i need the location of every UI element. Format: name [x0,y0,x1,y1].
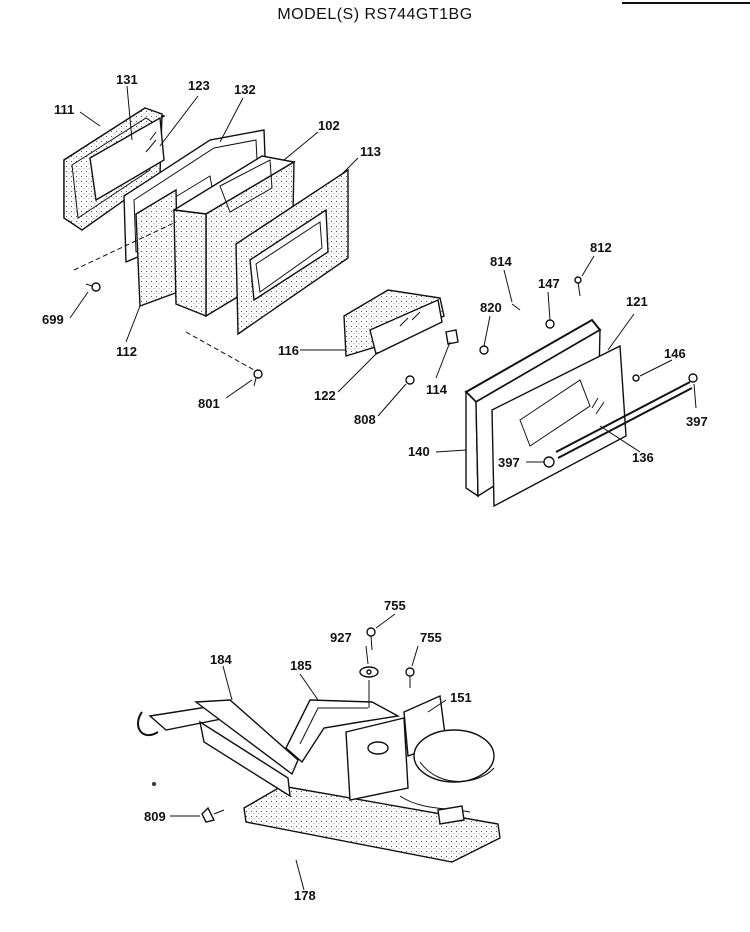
part-label-116: 116 [278,343,299,358]
screw-808-part [405,375,415,385]
latch-motor-part [345,694,495,825]
part-label-699: 699 [42,312,64,327]
part-label-136: 136 [632,450,654,465]
part-label-132: 132 [234,82,256,97]
lever-arm-part [285,699,401,764]
loose-dot [152,782,156,786]
part-label-397-right: 397 [686,414,708,429]
screw-699-part [85,282,101,292]
part-label-122: 122 [314,388,336,403]
part-label-112: 112 [116,344,137,359]
part-label-820: 820 [480,300,502,315]
header-rule [622,2,750,4]
inner-door-panel-part [235,168,349,336]
alignment-line [185,331,255,371]
part-label-111: 111 [54,102,74,117]
hardware-parts [511,276,640,382]
part-label-812: 812 [590,240,612,255]
shield-plate-part [243,785,501,863]
part-label-184: 184 [210,652,232,667]
part-label-151: 151 [450,690,472,705]
part-label-755-right: 755 [420,630,442,645]
part-label-801: 801 [198,396,220,411]
screw-809-part [201,806,225,823]
part-label-185: 185 [290,658,312,673]
latch-hardware-parts [359,627,415,708]
bracket-114-part [445,329,459,345]
part-label-131: 131 [116,72,138,87]
part-label-121: 121 [626,294,648,309]
part-label-178: 178 [294,888,316,903]
part-label-140: 140 [408,444,430,459]
leader-lines [69,85,697,891]
part-label-147: 147 [538,276,560,291]
part-label-814: 814 [490,254,512,269]
screw-801-part [253,369,263,387]
part-label-102: 102 [318,118,340,133]
latch-hook-part [137,699,299,798]
screw-820-part [479,345,489,355]
part-label-113: 113 [360,144,381,159]
handle-rod-part [543,373,698,468]
part-label-809: 809 [144,809,166,824]
part-label-397-left: 397 [498,455,520,470]
part-label-123: 123 [188,78,210,93]
part-label-146: 146 [664,346,686,361]
page-title: MODEL(S) RS744GT1BG [277,6,473,23]
alignment-line [73,221,177,271]
part-label-927: 927 [330,630,352,645]
part-label-808: 808 [354,412,376,427]
window-bracket-part [343,289,445,357]
window-glass-part [89,116,165,202]
part-label-114: 114 [426,382,448,397]
part-label-755-top: 755 [384,598,406,613]
outer-glass-part [491,344,627,508]
